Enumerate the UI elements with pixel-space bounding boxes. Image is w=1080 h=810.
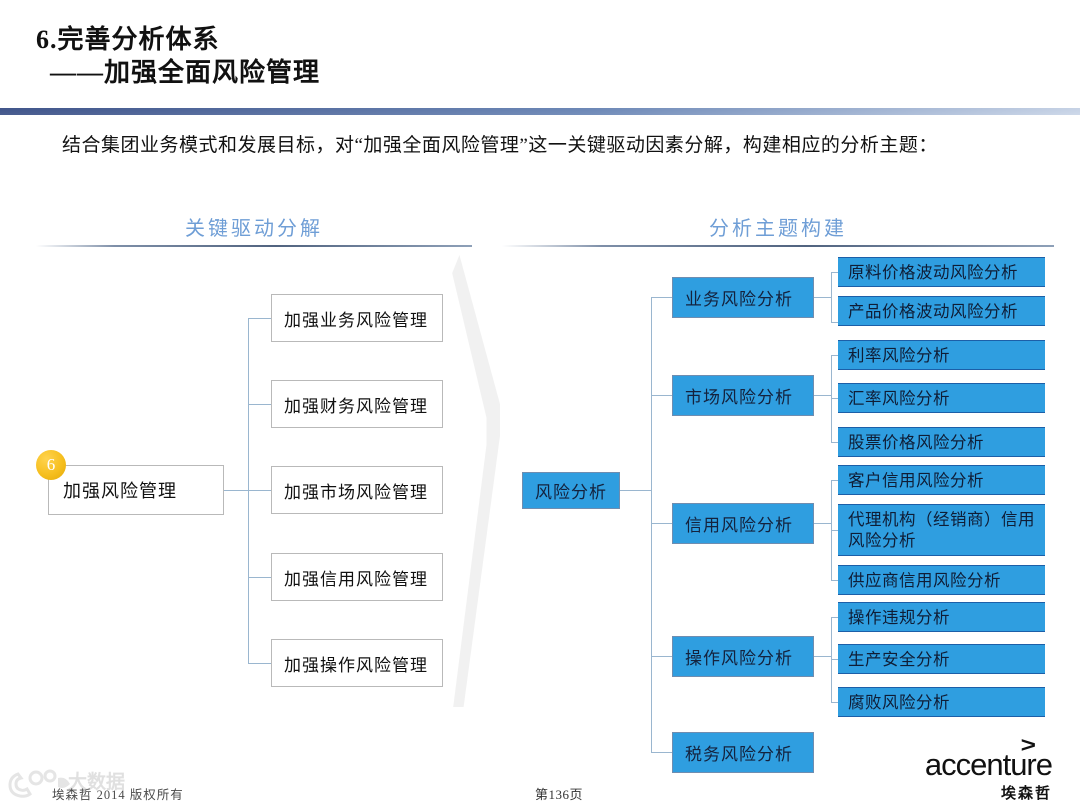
right-leaf-2-2-label: 汇率风险分析 <box>848 388 950 408</box>
title-line-2: ——加强全面风险管理 <box>50 58 321 87</box>
accenture-logo: > accenture 埃森哲 <box>924 734 1053 803</box>
branch-2-stem <box>814 395 832 396</box>
left-tree-item-3-label: 加强市场风险管理 <box>284 482 428 502</box>
right-leaf-1-2-label: 产品价格波动风险分析 <box>848 301 1018 321</box>
right-leaf-4-2[interactable]: 生产安全分析 <box>838 644 1045 674</box>
left-tree-item-3[interactable]: 加强市场风险管理 <box>271 466 443 514</box>
right-leaf-1-1[interactable]: 原料价格波动风险分析 <box>838 257 1045 287</box>
branch-2-stub-1 <box>831 355 839 356</box>
right-leaf-2-1-label: 利率风险分析 <box>848 345 950 365</box>
right-branch-2[interactable]: 市场风险分析 <box>672 375 814 416</box>
right-leaf-4-2-label: 生产安全分析 <box>848 649 950 669</box>
branch-4-stub-2 <box>831 659 839 660</box>
accenture-word-text: accenture <box>924 747 1053 782</box>
title-divider <box>0 108 1080 115</box>
right-leaf-3-1-label: 客户信用风险分析 <box>848 470 984 490</box>
step-badge: 6 <box>36 450 66 480</box>
page-number: 第136页 <box>535 787 584 802</box>
left-tree-item-2[interactable]: 加强财务风险管理 <box>271 380 443 428</box>
right-connector-spine <box>651 297 652 752</box>
right-connector-stub-5 <box>651 752 672 753</box>
right-connector-stub-1 <box>651 297 672 298</box>
right-leaf-3-3[interactable]: 供应商信用风险分析 <box>838 565 1045 595</box>
column-heading-right-rule <box>502 245 1054 247</box>
branch-3-stem <box>814 523 832 524</box>
left-tree-item-1[interactable]: 加强业务风险管理 <box>271 294 443 342</box>
right-leaf-3-1[interactable]: 客户信用风险分析 <box>838 465 1045 495</box>
column-heading-right-text: 分析主题构建 <box>709 218 847 240</box>
right-leaf-3-2[interactable]: 代理机构（经销商）信用风险分析 <box>838 504 1045 556</box>
step-badge-number: 6 <box>46 455 56 474</box>
left-tree-item-2-label: 加强财务风险管理 <box>284 396 428 416</box>
accenture-chinese-name: 埃森哲 <box>1000 785 1052 802</box>
right-connector-stub-2 <box>651 395 672 396</box>
copyright-text: 埃森哲 2014 版权所有 <box>52 788 184 802</box>
lead-paragraph: 结合集团业务模式和发展目标，对“加强全面风险管理”这一关键驱动因素分解，构建相应… <box>62 135 938 156</box>
right-branch-3[interactable]: 信用风险分析 <box>672 503 814 544</box>
branch-3-stub-1 <box>831 480 839 481</box>
svg-text:大数据: 大数据 <box>68 770 125 793</box>
right-branch-4[interactable]: 操作风险分析 <box>672 636 814 677</box>
left-tree-item-5[interactable]: 加强操作风险管理 <box>271 639 443 687</box>
branch-1-stem <box>814 297 832 298</box>
left-tree-root[interactable]: 加强风险管理 <box>48 465 224 515</box>
watermark-logo: 大数据 <box>8 769 125 798</box>
branch-3-stub-2 <box>831 530 839 531</box>
right-branch-5[interactable]: 税务风险分析 <box>672 732 814 773</box>
left-connector-stub-2 <box>248 404 272 405</box>
right-tree-root-label: 风险分析 <box>535 483 607 502</box>
right-leaf-4-1[interactable]: 操作违规分析 <box>838 602 1045 632</box>
right-leaf-2-3-label: 股票价格风险分析 <box>848 432 984 452</box>
right-branch-4-label: 操作风险分析 <box>685 649 793 668</box>
page-title: 6.完善分析体系 ——加强全面风险管理 <box>36 24 320 90</box>
branch-4-stem <box>814 656 832 657</box>
left-connector-stub-3 <box>248 490 272 491</box>
right-branch-3-label: 信用风险分析 <box>685 516 793 535</box>
branch-4-stub-3 <box>831 702 839 703</box>
accenture-arrow-icon: > <box>1020 734 1035 757</box>
branch-3-stub-3 <box>831 580 839 581</box>
right-branch-2-label: 市场风险分析 <box>685 388 793 407</box>
branch-1-stub-1 <box>831 272 839 273</box>
right-leaf-3-2-label: 代理机构（经销商）信用风险分析 <box>848 510 1035 550</box>
left-tree-item-1-label: 加强业务风险管理 <box>284 310 428 330</box>
branch-1-stub-2 <box>831 322 839 323</box>
left-connector-stub-4 <box>248 577 272 578</box>
right-leaf-2-3[interactable]: 股票价格风险分析 <box>838 427 1045 457</box>
column-heading-left: 关键驱动分解 <box>36 212 472 247</box>
panel-divider-shape <box>452 255 500 707</box>
right-leaf-1-2[interactable]: 产品价格波动风险分析 <box>838 296 1045 326</box>
left-tree-item-4[interactable]: 加强信用风险管理 <box>271 553 443 601</box>
right-tree-root[interactable]: 风险分析 <box>522 472 620 509</box>
branch-2-stub-2 <box>831 398 839 399</box>
branch-2-stub-3 <box>831 442 839 443</box>
right-leaf-4-3-label: 腐败风险分析 <box>848 692 950 712</box>
right-connector-stem <box>620 490 652 491</box>
column-heading-left-text: 关键驱动分解 <box>185 218 323 240</box>
left-tree-item-5-label: 加强操作风险管理 <box>284 655 428 675</box>
branch-4-stub-1 <box>831 617 839 618</box>
branch-1-spine <box>831 272 832 322</box>
left-connector-stub-1 <box>248 318 272 319</box>
right-leaf-2-2[interactable]: 汇率风险分析 <box>838 383 1045 413</box>
left-tree-item-4-label: 加强信用风险管理 <box>284 569 428 589</box>
right-leaf-2-1[interactable]: 利率风险分析 <box>838 340 1045 370</box>
right-leaf-4-3[interactable]: 腐败风险分析 <box>838 687 1045 717</box>
right-branch-1[interactable]: 业务风险分析 <box>672 277 814 318</box>
right-branch-1-label: 业务风险分析 <box>685 290 793 309</box>
right-leaf-1-1-label: 原料价格波动风险分析 <box>848 262 1018 282</box>
right-connector-stub-3 <box>651 523 672 524</box>
column-heading-left-rule <box>36 245 472 247</box>
right-branch-5-label: 税务风险分析 <box>685 745 793 764</box>
accenture-wordmark: > accenture <box>924 734 1053 782</box>
left-connector-stub-5 <box>248 663 272 664</box>
title-line-1: 6.完善分析体系 <box>36 25 220 54</box>
right-connector-stub-4 <box>651 656 672 657</box>
column-heading-right: 分析主题构建 <box>502 212 1054 247</box>
left-tree-root-label: 加强风险管理 <box>63 481 177 501</box>
right-leaf-4-1-label: 操作违规分析 <box>848 607 950 627</box>
right-leaf-3-3-label: 供应商信用风险分析 <box>848 570 1001 590</box>
